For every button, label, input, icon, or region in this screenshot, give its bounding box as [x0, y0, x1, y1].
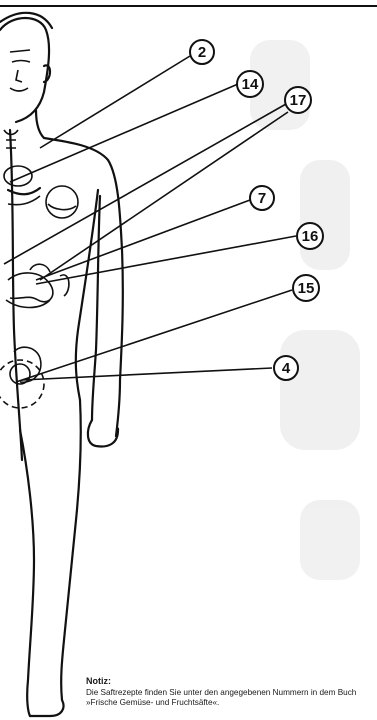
background-texture: [250, 40, 360, 580]
callout-14: 14: [237, 71, 263, 97]
callout-15: 15: [293, 275, 319, 301]
callout-label: 16: [302, 228, 319, 245]
callout-17: 17: [285, 87, 311, 113]
face-features: [10, 50, 30, 91]
callout-7: 7: [250, 186, 274, 210]
callout-2: 2: [190, 40, 214, 64]
callout-label: 14: [242, 76, 259, 93]
callout-16: 16: [297, 223, 323, 249]
callout-label: 4: [282, 360, 291, 377]
note-title: Notiz:: [86, 676, 374, 686]
callout-label: 2: [198, 44, 206, 61]
callout-label: 17: [290, 92, 307, 109]
note-body: Die Saftrezepte finden Sie unter den ang…: [86, 688, 374, 708]
callout-4: 4: [274, 356, 298, 380]
note-box: Notiz: Die Saftrezepte finden Sie unter …: [86, 676, 374, 708]
callout-label: 15: [298, 280, 315, 297]
callout-label: 7: [258, 190, 266, 207]
